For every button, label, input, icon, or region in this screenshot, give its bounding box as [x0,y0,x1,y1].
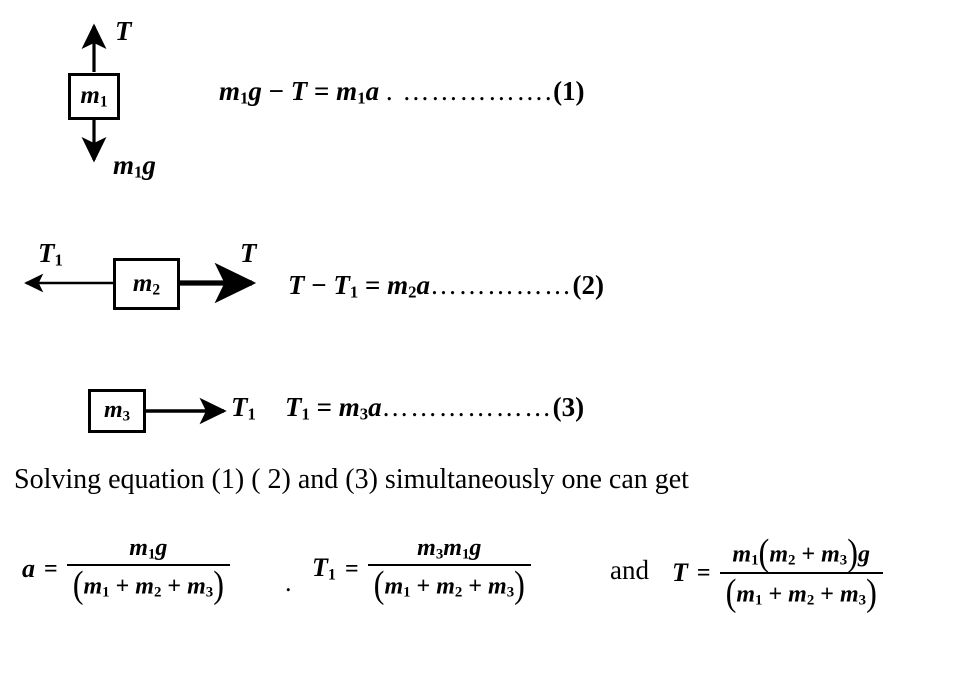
result-T1-equals: = [344,556,359,583]
equation-3: T1 = m3a………………(3) [285,394,584,423]
result-T1-lhs: T1 [312,552,336,584]
result-T1-numerator: m3m1g [417,535,482,563]
mass-block-m2-label: m2 [132,269,161,298]
result-T1-lhs-subscript: 1 [327,566,336,584]
result-T-lhs: T [672,558,688,588]
equation-2-number: (2) [572,270,605,300]
result-T-equals: = [696,560,711,587]
result-a-fraction-bar [66,563,230,566]
result-a-equals: = [44,556,58,583]
result-T-numerator: m1(m2 + m3)g [732,531,871,575]
result-a-lhs: a [22,554,35,584]
mass-block-m3: m3 [88,389,146,433]
equation-2: T − T1 = m2a……………(2) [288,272,604,301]
equation-1-expression: m1g − T = m1a [219,76,380,108]
result-T-fraction-bar [719,572,883,575]
equation-3-expression: T1 = m3a [285,392,382,424]
result-separator-dot: . [285,568,292,597]
result-a-numerator: m1g [129,535,168,563]
fbd-m3-tension-subscript: 1 [247,404,256,424]
result-a: a = m1g (m1 + m2 + m3) [22,535,230,607]
equation-2-leader: …………… [430,270,573,300]
result-T-denominator: (m1 + m2 + m3) [725,572,877,615]
mass-block-m1-label: m1 [80,82,108,111]
result-a-denominator: (m1 + m2 + m3) [72,563,224,607]
mass-block-m3-subscript: 3 [122,408,131,425]
fbd-m1-tension-label: T [115,16,132,46]
fbd-m1-weight-g: g [142,150,156,180]
mass-block-m2: m2 [113,258,180,310]
result-a-fraction: m1g (m1 + m2 + m3) [66,535,230,607]
result-T-fraction: m1(m2 + m3)g (m1 + m2 + m3) [719,531,883,615]
equation-3-leader: ……………… [381,392,553,422]
mass-block-m1: m1 [68,73,120,120]
result-conjunction: and [610,555,649,585]
equation-1: m1g − T = m1a . …………….(1) [219,78,585,107]
fbd-m3-tension-label: T1 [231,392,256,424]
result-T1: T1 = m3m1g (m1 + m2 + m3) [312,535,531,607]
solving-equations-text: Solving equation (1) ( 2) and (3) simult… [14,464,689,495]
result-T1-fraction: m3m1g (m1 + m2 + m3) [367,535,531,607]
fbd-m2-left-tension-label: T1 [38,238,63,270]
equation-1-number: (1) [553,76,585,106]
equation-2-expression: T − T1 = m2a [288,270,431,302]
mass-block-m1-subscript: 1 [99,93,108,111]
result-T1-denominator: (m1 + m2 + m3) [373,563,525,607]
equation-3-number: (3) [552,392,585,422]
result-T1-fraction-bar [367,563,531,566]
mass-block-m2-subscript: 2 [152,280,161,298]
equation-1-leader: . ……………. [385,76,554,106]
fbd-m1-weight-subscript: 1 [134,162,143,182]
fbd-m2-left-tension-subscript: 1 [54,250,63,270]
fbd-m1-weight-label: m1g [113,150,156,182]
mass-block-m3-label: m3 [103,396,131,425]
fbd-m2-right-tension-label: T [240,238,257,268]
result-T: T = m1(m2 + m3)g (m1 + m2 + m3) [672,531,883,615]
